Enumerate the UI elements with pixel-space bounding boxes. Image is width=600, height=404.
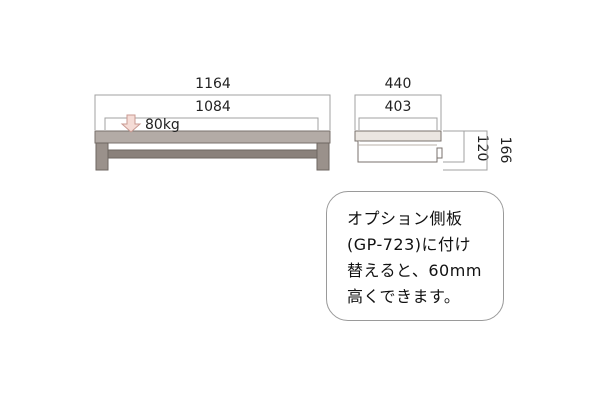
dimension-outer-depth: 440 [354, 76, 442, 130]
dimension-inner-width: 1084 [104, 99, 319, 130]
option-note-box: オプション側板 (GP-723)に付け 替えると、60mm 高くできます。 [326, 191, 504, 321]
dimension-height-166: 166 [443, 130, 513, 171]
note-line-3: 替えると、60mm [347, 261, 482, 280]
dim-label-166: 166 [497, 137, 513, 164]
dimension-inner-depth: 403 [358, 99, 438, 130]
front-top-board [94, 130, 331, 144]
side-top-board [354, 130, 442, 142]
note-line-4: 高くできます。 [347, 287, 461, 306]
dim-label-1084: 1084 [195, 99, 231, 115]
front-crossbar [107, 149, 318, 159]
side-view: 440 403 120 166 [354, 76, 513, 171]
side-panel [357, 141, 443, 163]
load-label: 80kg [145, 117, 180, 133]
front-right-leg [316, 142, 330, 171]
dim-label-403: 403 [385, 99, 412, 115]
front-left-leg [95, 142, 109, 171]
dimension-height-120: 120 [443, 130, 490, 163]
dim-label-120: 120 [474, 135, 490, 162]
front-view: 1164 1084 80kg [94, 76, 331, 171]
note-line-1: オプション側板 [347, 209, 463, 228]
dimension-outer-width: 1164 [94, 76, 331, 130]
dim-label-1164: 1164 [195, 76, 231, 92]
load-arrow-icon [120, 114, 142, 133]
note-line-2: (GP-723)に付け [347, 235, 471, 254]
dim-label-440: 440 [385, 76, 412, 92]
